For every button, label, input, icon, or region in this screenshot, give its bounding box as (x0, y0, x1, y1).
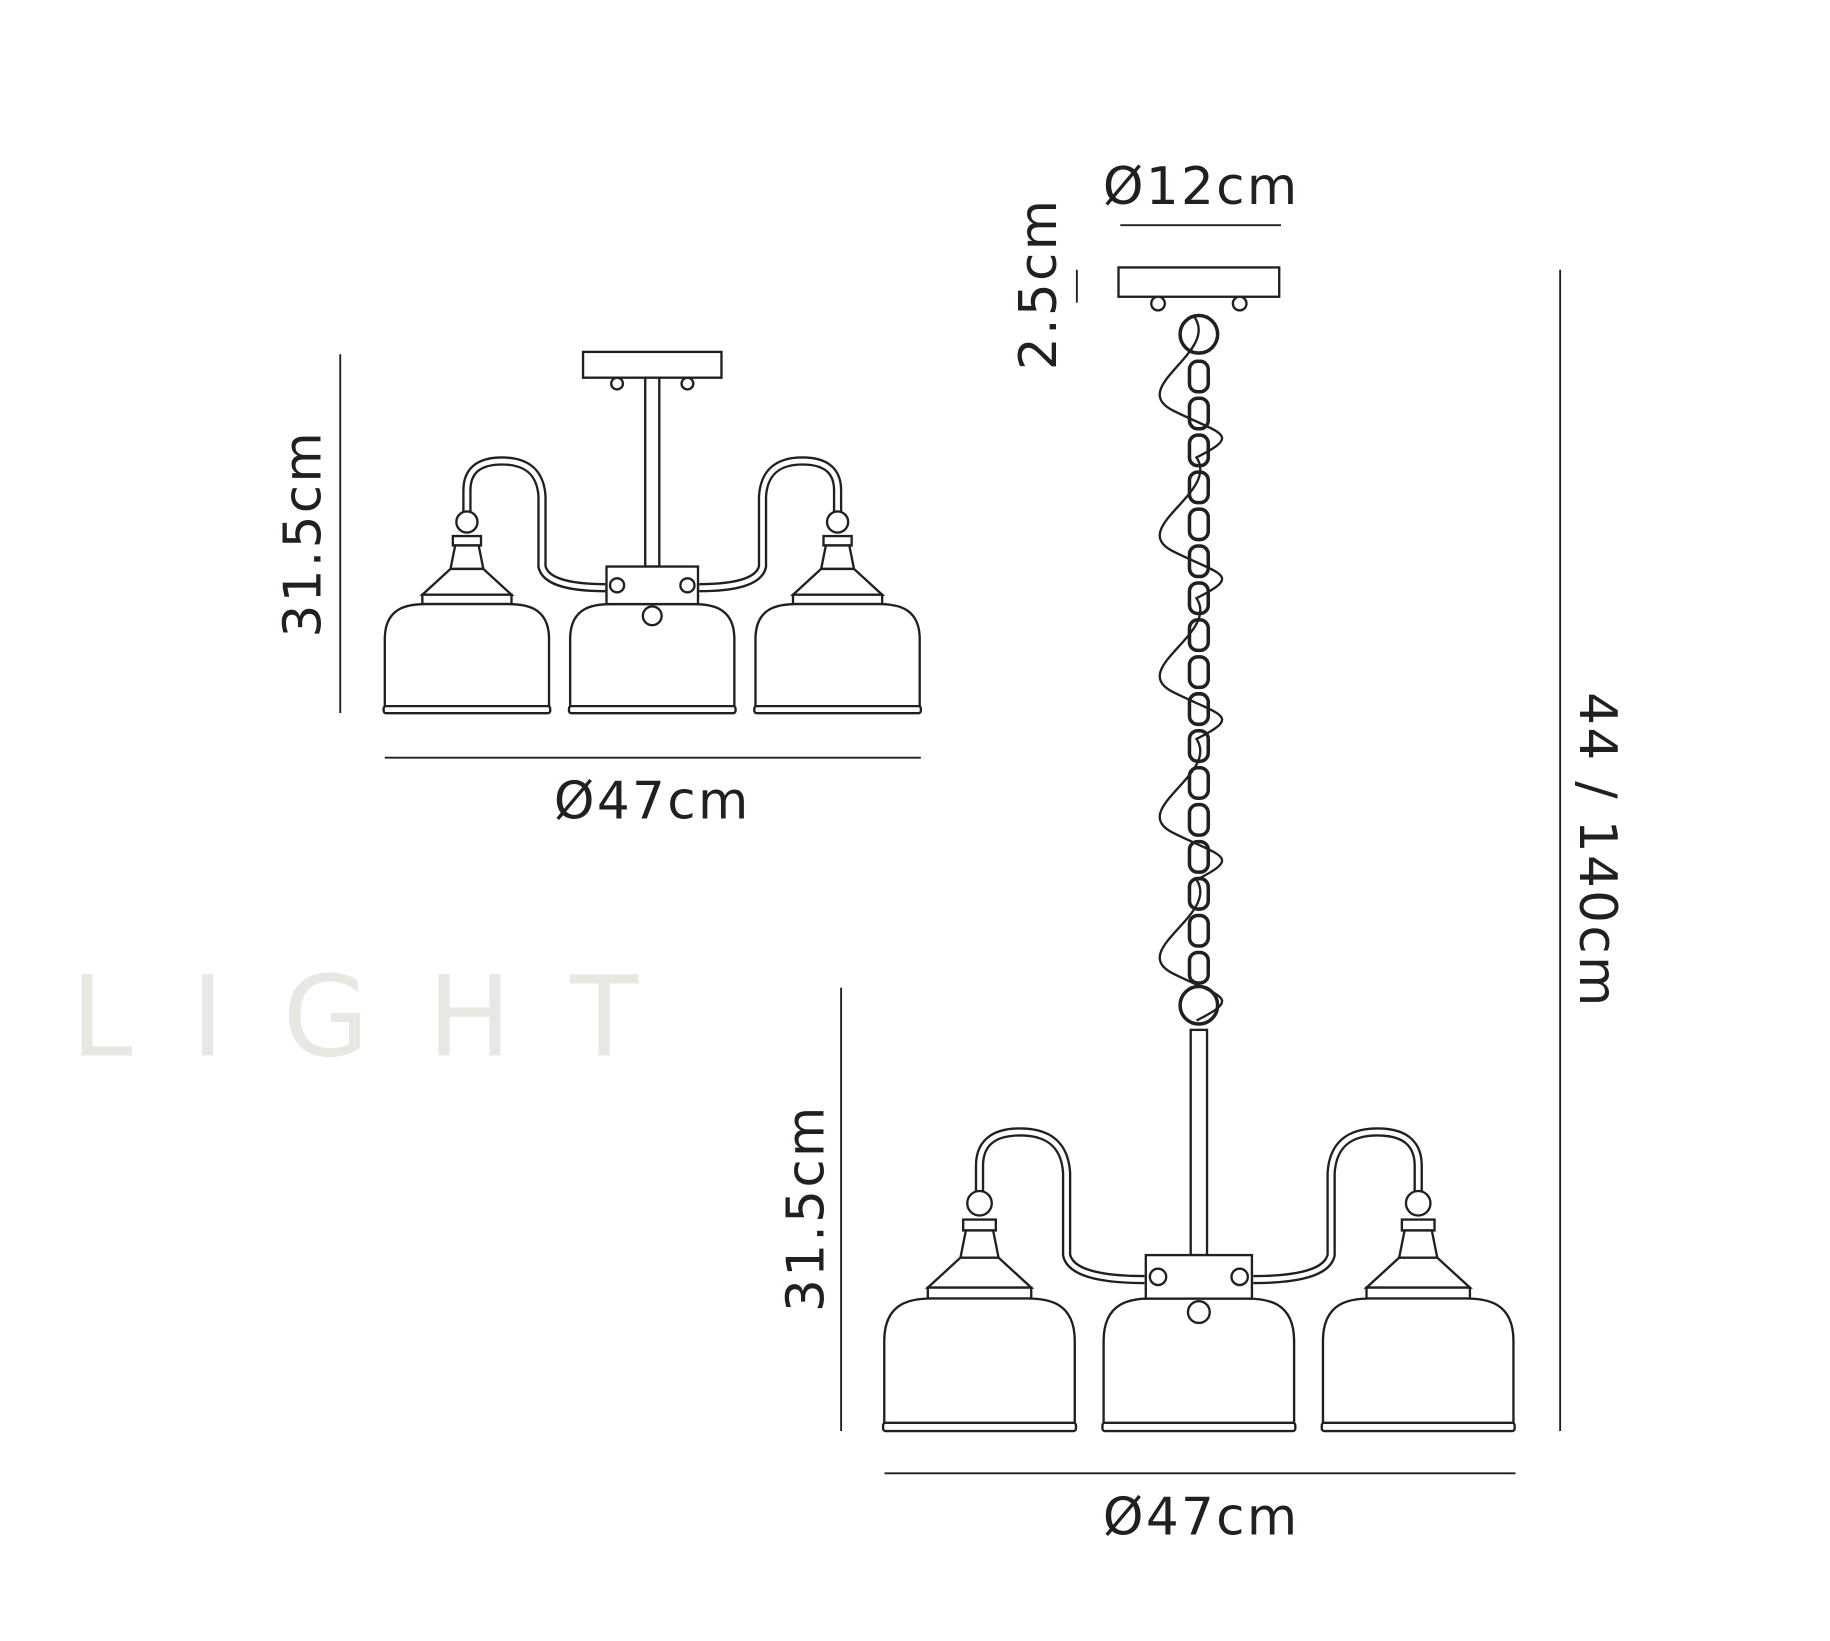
shade-cap (1363, 1256, 1473, 1289)
chain-link (1187, 913, 1211, 948)
shade-cap-rim (1365, 1286, 1472, 1300)
collar (1400, 1218, 1436, 1232)
stem (1189, 1028, 1209, 1257)
shade-cap-rim (791, 593, 884, 606)
bulb (641, 605, 663, 627)
power-cable (1158, 316, 1224, 1022)
semi-flush-diameter-label: Ø47cm (554, 772, 751, 832)
hub-joint (608, 577, 626, 594)
finial (1404, 1189, 1432, 1217)
chain-link (1187, 507, 1211, 542)
shade-rim (753, 704, 923, 715)
canopy-screw (680, 376, 695, 391)
arm-inner (464, 458, 606, 591)
chain-link (1187, 839, 1211, 874)
chain-link (1187, 359, 1211, 394)
semi-flush-height-label: 31.5cm (273, 430, 333, 638)
collar (822, 534, 853, 547)
drop-label: 44 / 140cm (1567, 692, 1627, 1008)
chain-link (1187, 396, 1211, 431)
chain-link (1187, 581, 1211, 616)
shade-rim (382, 704, 552, 715)
canopy-screw (1231, 295, 1248, 312)
arm-inner (1253, 1129, 1421, 1282)
chain-link (1187, 692, 1211, 727)
neck (819, 544, 856, 571)
shade-cap-rim (421, 593, 513, 606)
canopy-diameter-label: Ø12cm (1103, 157, 1300, 217)
glass-shade (383, 602, 551, 708)
watermark: LIGHT (70, 954, 696, 1083)
pendant-height-label: 31.5cm (777, 1104, 837, 1312)
canopy (1117, 266, 1281, 298)
canopy-screw (1150, 295, 1167, 312)
chain-link (1187, 765, 1211, 800)
shade-cap (924, 1256, 1035, 1289)
shade-rim (881, 1421, 1078, 1433)
pendant-diameter-label: Ø47cm (1103, 1487, 1300, 1547)
pendant-chain (1158, 313, 1224, 1026)
finial (455, 510, 479, 534)
collar (962, 1218, 998, 1232)
glass-shade (883, 1297, 1076, 1425)
arm-inner (977, 1129, 1145, 1282)
semi-flush-lamp-drawing (382, 350, 923, 715)
hub-joint (1230, 1267, 1250, 1287)
canopy-screw (610, 376, 625, 391)
collar (451, 534, 483, 547)
shade-cap-rim (926, 1286, 1033, 1300)
chain-link (1187, 950, 1211, 985)
glass-shade (754, 602, 921, 708)
neck (1397, 1229, 1439, 1259)
chain-link (1187, 655, 1211, 690)
canopy (581, 350, 723, 379)
hub-joint (1148, 1267, 1168, 1287)
shade-rim (1101, 1421, 1297, 1433)
glass-shade (1321, 1297, 1515, 1425)
canopy-height-label: 2.5cm (1009, 198, 1069, 370)
shade-rim (1320, 1421, 1516, 1433)
chain-link (1187, 544, 1211, 579)
neck (449, 544, 485, 571)
chain-link (1187, 470, 1211, 505)
shade-cap (419, 567, 515, 596)
chain-link (1187, 618, 1211, 653)
shade-cap (789, 567, 886, 596)
chain-ring (1178, 313, 1220, 355)
bulb (1186, 1300, 1211, 1325)
finial (825, 510, 850, 534)
stem (644, 376, 661, 568)
pendant-lamp-drawing (881, 266, 1516, 1433)
hub-joint (679, 577, 696, 594)
chain-link (1187, 802, 1211, 837)
shade-rim (567, 704, 737, 715)
finial (966, 1189, 993, 1217)
neck (959, 1229, 1000, 1259)
arm-inner (699, 458, 840, 591)
